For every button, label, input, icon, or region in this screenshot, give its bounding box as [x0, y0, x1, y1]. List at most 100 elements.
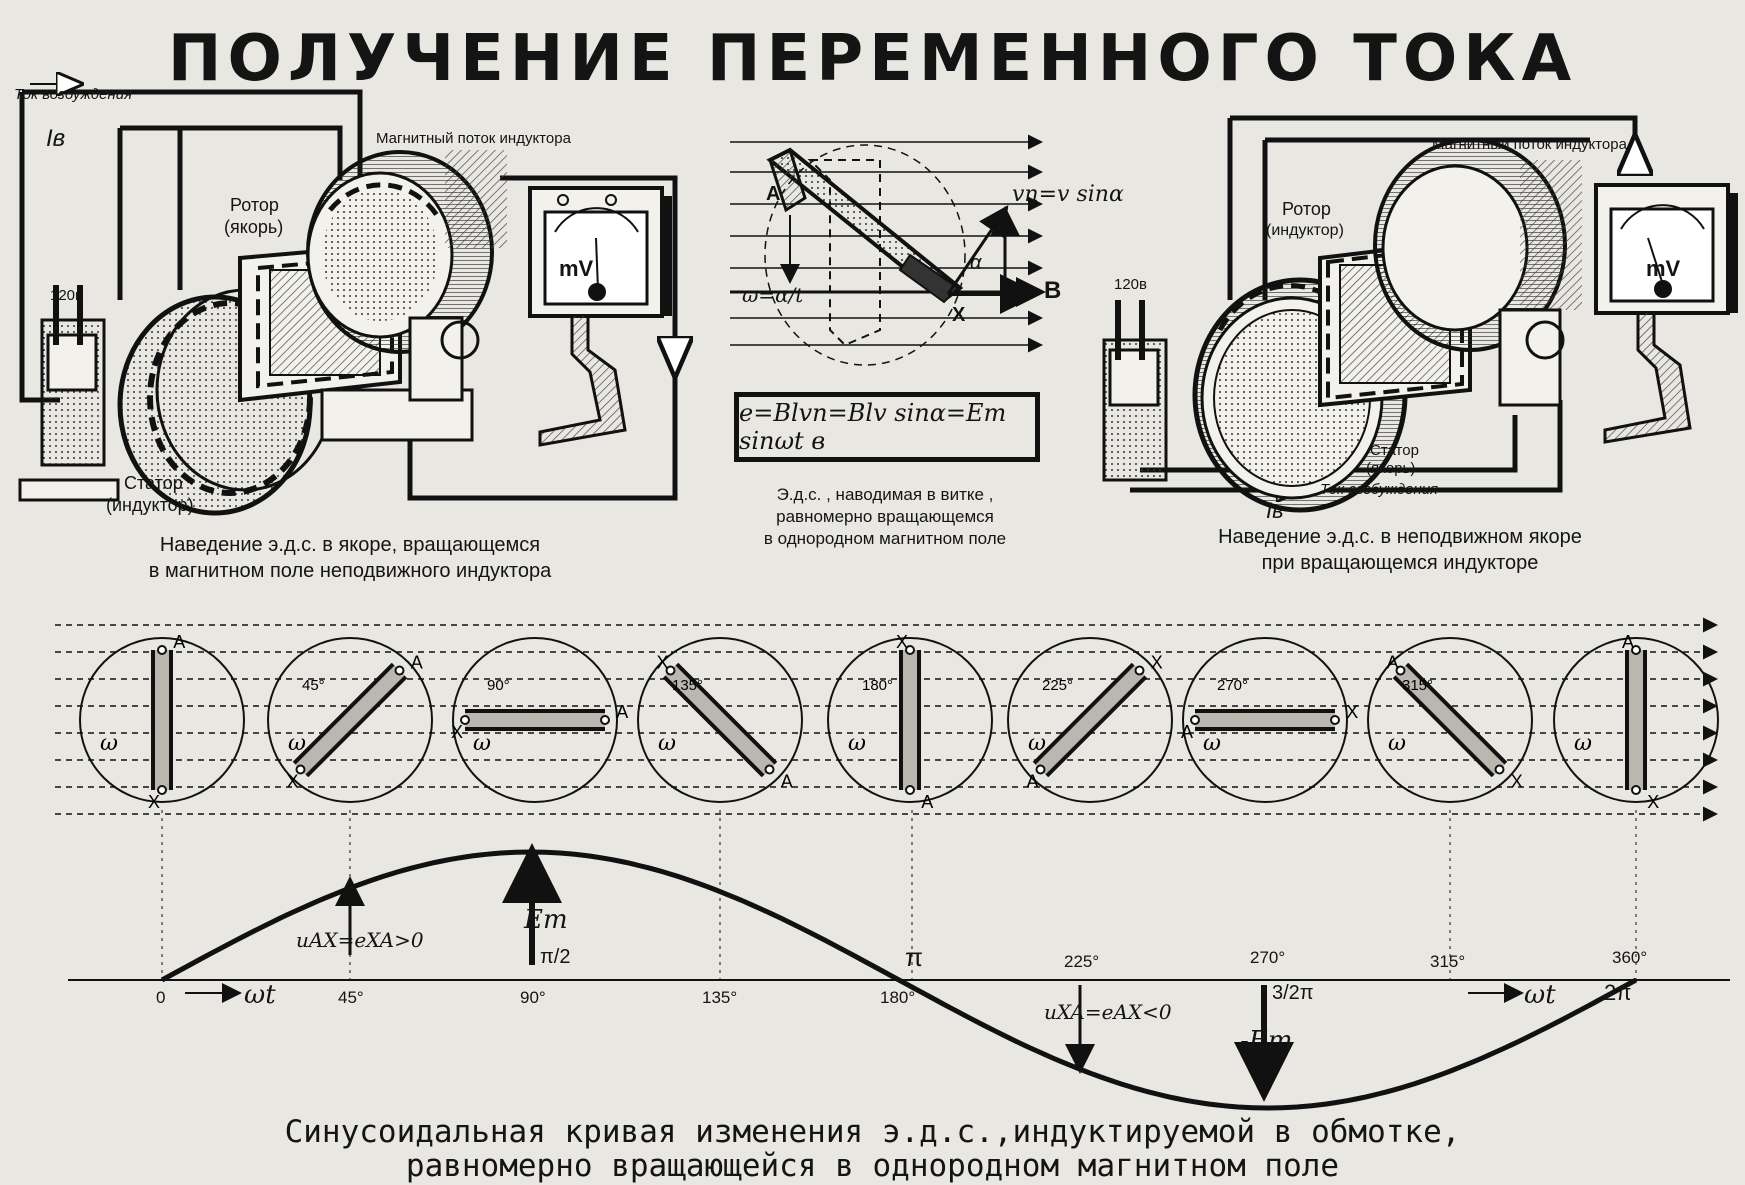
- rotation-angle-label: 90°: [487, 677, 510, 694]
- tick-0: 0: [156, 988, 166, 1007]
- left-caption: Наведение э.д.с. в якоре, вращающемся в …: [110, 532, 590, 584]
- omega-t-label-right: ωt: [1524, 980, 1556, 1010]
- coil-end-x-label: X: [1151, 653, 1163, 673]
- left-meter-unit: mV: [559, 256, 594, 281]
- two-pi-label: 2π: [1604, 980, 1632, 1005]
- coil-end-a-label: A: [411, 653, 423, 673]
- vn-formula: vn=v sinα: [1012, 182, 1124, 207]
- tick-90: 90°: [520, 988, 546, 1007]
- left-ib-label: Iв: [46, 125, 66, 152]
- omega-label: ω: [1203, 731, 1221, 756]
- rotation-circle: [452, 637, 618, 803]
- right-generator: [1102, 115, 1738, 513]
- rotation-position-1: A X 45° ω: [267, 637, 433, 803]
- coil-bar-fill: [295, 665, 405, 775]
- guide-lines: [161, 810, 1637, 980]
- rotation-angle-label: 180°: [862, 677, 893, 694]
- pi-label: π: [905, 942, 923, 972]
- coil-end-a-label: A: [921, 792, 933, 812]
- left-stator-label: Статор: [124, 473, 183, 493]
- rotation-angle-label: 225°: [1042, 677, 1073, 694]
- positive-emf-label: uAX=eXA>0: [296, 928, 424, 952]
- terminal-a: [1035, 764, 1046, 775]
- coil-end-x-label: X: [1511, 771, 1523, 791]
- left-caption-line1: Наведение э.д.с. в якоре, вращающемся: [159, 534, 541, 556]
- right-rotor-label: Ротор: [1282, 199, 1331, 219]
- three-half-pi-label: 3/2π: [1272, 982, 1314, 1004]
- coil-end-x-label: X: [287, 771, 299, 791]
- tick-315: 315°: [1430, 952, 1466, 971]
- coil-end-x-label: X: [451, 722, 463, 742]
- coil-end-x-label: X: [1647, 792, 1659, 812]
- poster-title: ПОЛУЧЕНИЕ ПЕРЕМЕННОГО ТОКА: [167, 22, 1578, 96]
- tick-270: 270°: [1250, 948, 1286, 967]
- emf-sine-curve: [160, 849, 1638, 1111]
- omega-label: ω: [100, 731, 118, 756]
- center-caption-line3: в однородном магнитном поле: [763, 529, 1007, 548]
- center-caption-line1: Э.д.с. , наводимая в витке ,: [776, 485, 994, 504]
- center-caption-line2: равномерно вращающемся: [776, 507, 994, 526]
- terminal-a: [1190, 715, 1200, 725]
- center-loop-diagram: [730, 134, 1046, 366]
- omega-label: ω: [288, 731, 306, 756]
- right-caption-line1: Наведение э.д.с. в неподвижном якоре: [1218, 526, 1582, 548]
- coil-end-a-label: A: [173, 632, 185, 652]
- field-lines: [55, 617, 1718, 822]
- loop-a-label: A: [766, 183, 781, 205]
- right-stator-label: Статор: [1370, 442, 1419, 459]
- terminal-x: [1494, 764, 1505, 775]
- left-magnetic-flux-label: Магнитный поток индуктора: [376, 130, 571, 147]
- terminal-x: [295, 764, 306, 775]
- bottom-caption-line2: равномерно вращающейся в однородном магн…: [405, 1148, 1340, 1184]
- terminal-a: [394, 665, 405, 676]
- emf-formula: e=Blvn=Blv sinα=Em sinωt в: [739, 399, 1007, 455]
- tick-135: 135°: [702, 988, 738, 1007]
- right-voltage-label: 120в: [1114, 276, 1147, 293]
- rotation-circle: [827, 637, 993, 803]
- omega-label: ω: [1388, 731, 1406, 756]
- em-label: Em: [524, 905, 568, 935]
- negative-emf-label: uXA=eAX<0: [1044, 1000, 1172, 1024]
- sine-graph: [68, 843, 1730, 1111]
- rotation-circle: [267, 637, 433, 803]
- coil-bar-fill: [1395, 665, 1505, 775]
- right-rotor-sub-label: (индуктор): [1266, 222, 1344, 239]
- terminal-a: [905, 785, 915, 795]
- terminal-a: [1631, 645, 1641, 655]
- right-caption-line2: при вращающемся индукторе: [1261, 552, 1539, 574]
- coil-end-a-label: A: [616, 702, 628, 722]
- rotation-angle-label: 45°: [302, 677, 325, 694]
- field-b-label: B: [1044, 277, 1062, 304]
- coil-end-a-label: A: [1181, 722, 1193, 742]
- right-stator-sub-label: (якорь): [1366, 460, 1416, 477]
- rotation-circle: [1007, 637, 1173, 803]
- coil-end-x-label: X: [657, 653, 669, 673]
- terminal-x: [460, 715, 470, 725]
- left-generator: [18, 84, 675, 516]
- left-caption-line2: в магнитном поле неподвижного индуктора: [148, 560, 552, 582]
- coil-end-a-label: A: [1622, 632, 1634, 652]
- right-meter-unit: mV: [1646, 256, 1681, 281]
- terminal-a: [1395, 665, 1406, 676]
- omega-t-label-left: ωt: [244, 980, 276, 1010]
- neg-em-label: -Em: [1240, 1026, 1293, 1056]
- omega-label: ω: [1574, 731, 1592, 756]
- left-excitation-current-label: Ток возбуждения: [14, 86, 133, 103]
- left-rotor-label: Ротор: [230, 195, 279, 215]
- right-caption: Наведение э.д.с. в неподвижном якоре при…: [1160, 524, 1640, 576]
- left-stator-sub-label: (индуктор): [106, 495, 194, 515]
- right-ib-label: Iв: [1266, 498, 1284, 523]
- terminal-a: [600, 715, 610, 725]
- bottom-caption-line1: Синусоидальная кривая изменения э.д.с.,и…: [284, 1114, 1461, 1150]
- omega-label: ω: [658, 731, 676, 756]
- rotation-circle: [79, 637, 245, 803]
- terminal-x: [665, 665, 676, 676]
- coil-bar-fill: [665, 665, 775, 775]
